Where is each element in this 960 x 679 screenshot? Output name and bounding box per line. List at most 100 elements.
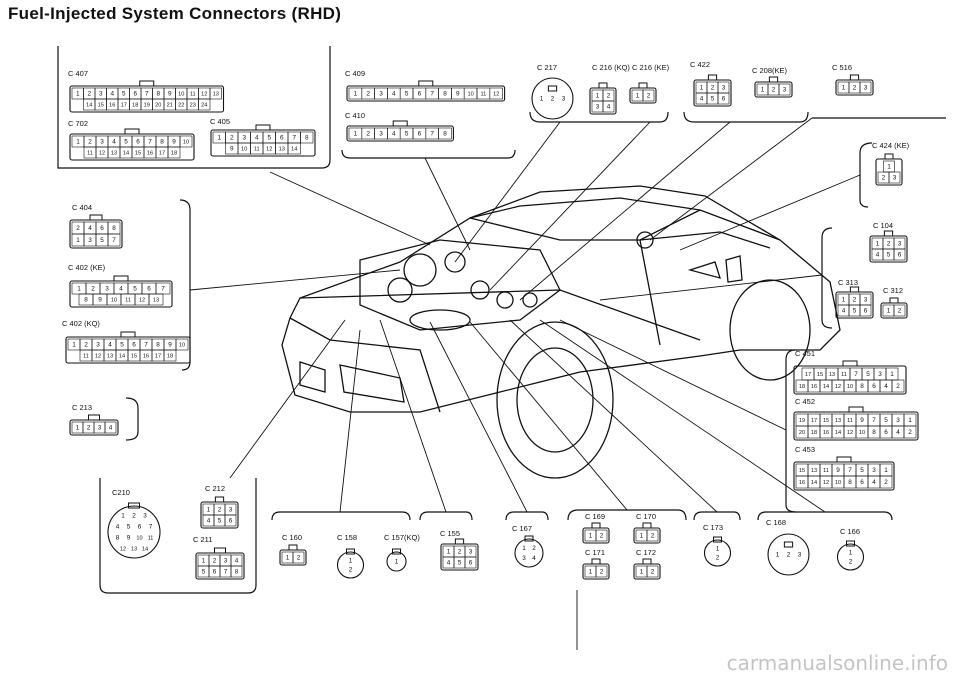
leader-line [489,121,651,291]
pin-number: 2 [218,507,222,514]
pin-cell [893,304,906,317]
pin-number: 10 [136,536,142,542]
pin-number: 2 [349,567,353,574]
pin-number: 1 [849,550,853,557]
pin-number: 5 [133,286,137,293]
pin-number: 4 [108,342,112,349]
pin-number: 6 [229,518,233,525]
pin-number: 3 [96,342,100,349]
pin-number: 2 [651,569,655,576]
pin-number: 20 [799,430,805,436]
connector-label: C 402 (KQ) [62,319,100,328]
pin-number: 1 [354,131,358,138]
pin-number: 6 [469,560,473,567]
connector-label: C 409 [345,69,365,78]
pin-number: 6 [147,286,151,293]
pin-number: 1 [876,241,880,248]
pin-number: 1 [72,342,76,349]
pin-number: 8 [305,135,309,142]
pin-number: 3 [522,555,526,562]
pin-number: 2 [88,139,92,146]
pin-number: 1 [447,549,451,556]
pin-number: 12 [99,151,105,157]
leader-line [269,171,431,246]
leader-line [649,117,813,241]
pin-number: 2 [551,96,555,103]
pin-number: 16 [799,480,805,486]
pin-number: 4 [392,131,396,138]
pin-number: 1 [202,558,206,565]
pin-number: 1 [640,569,644,576]
connector-label: C 313 [838,278,858,287]
connector-lock-tab [214,496,225,503]
pin-cell [903,425,917,439]
pin-number: 14 [86,103,92,109]
pin-number: 3 [562,96,566,103]
pin-number: 3 [99,91,103,98]
pin-number: 2 [213,558,217,565]
connector-lock-tab [113,275,129,282]
bracket-c155 [419,511,473,521]
pin-number: 10 [179,343,185,349]
pin-number: 11 [190,92,196,98]
pin-number: 18 [811,430,817,436]
pin-number: 17 [155,354,161,360]
pin-number: 6 [860,479,864,486]
pin-cell [175,338,189,351]
pin-number: 2 [647,93,651,100]
pin-cell [602,100,615,113]
pin-number: 4 [884,383,888,390]
car-body-outline [281,185,841,413]
pin-number: 18 [167,354,173,360]
pin-number: 7 [112,237,116,244]
pin-number: 14 [291,147,297,153]
connector-label: C 208(KE) [752,66,788,75]
pin-number: 1 [890,371,894,378]
pin-number: 16 [109,103,115,109]
connector-label: C 104 [873,221,893,230]
pin-number: 3 [898,241,902,248]
pin-number: 5 [267,135,271,142]
car-headlight [339,364,405,403]
pin-cell [292,551,305,564]
pin-cell [646,565,659,578]
pin-number: 5 [202,569,206,576]
pin-number: 13 [153,298,159,304]
connector-label: C 158 [337,533,357,542]
connector-label: C 213 [72,403,92,412]
pin-cell [489,87,503,100]
connector-lock-tab [120,331,136,338]
leader-line [424,157,471,251]
pin-number: 1 [76,425,80,432]
pin-cell [859,304,872,317]
connector-lock-tab [848,406,864,413]
pin-number: 2 [87,425,91,432]
connector-lock-tab [454,538,465,545]
pin-cell [104,421,117,434]
pin-number: 10 [178,92,184,98]
bracket-c213 [125,397,139,441]
pin-number: 2 [600,533,604,540]
pin-number: 1 [76,91,80,98]
pin-number: 3 [143,513,147,520]
pin-number: 4 [116,524,120,531]
bracket-top-left [57,46,331,169]
pin-number: 8 [84,297,88,304]
pin-number: 2 [884,479,888,486]
front-wheel [496,321,614,479]
pin-cell [167,146,181,159]
pin-number: 4 [207,518,211,525]
pin-number: 10 [859,430,865,436]
pin-number: 5 [860,467,864,474]
pin-cell [438,127,452,140]
pin-number: 22 [178,103,184,109]
pin-number: 23 [190,103,196,109]
connector-lock-tab [128,502,140,509]
pin-number: 5 [711,96,715,103]
connector-lock-tab [255,124,271,131]
pin-number: 12 [823,480,829,486]
